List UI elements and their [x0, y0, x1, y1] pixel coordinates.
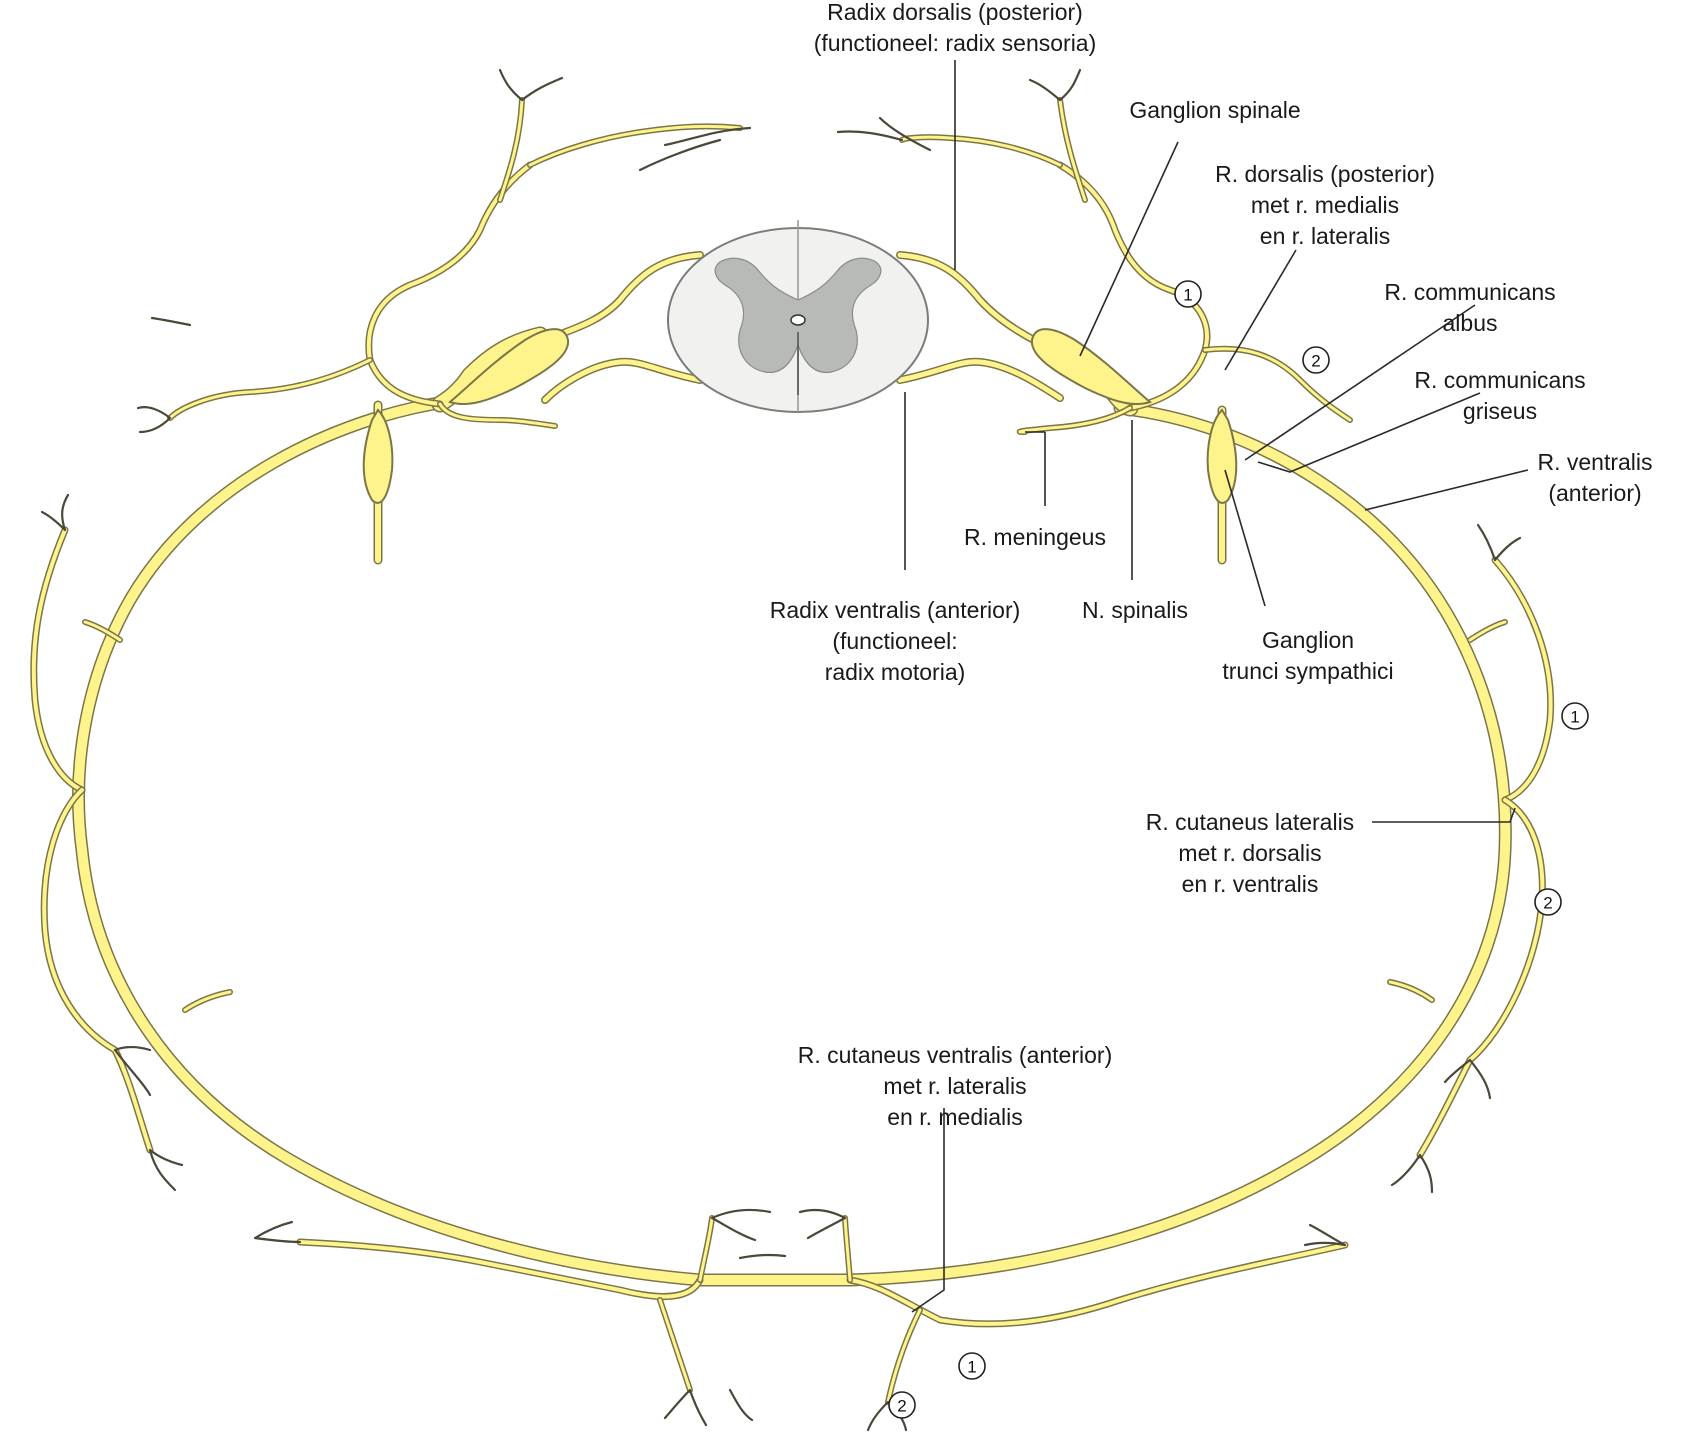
marker-number: 1: [967, 1358, 976, 1377]
label-radix-dorsalis-line-1: Radix dorsalis (posterior): [827, 0, 1083, 25]
label-r-comm-albus-line-1: R. communicans: [1384, 279, 1555, 305]
label-radix-ventralis-line-3: radix motoria): [825, 659, 966, 685]
marker-dorsal-lateral: 2: [1303, 347, 1329, 373]
label-r-cut-lateralis-line-3: en r. ventralis: [1182, 871, 1319, 897]
label-r-cut-ventralis-line-2: met r. lateralis: [883, 1073, 1026, 1099]
label-r-comm-griseus-line-1: R. communicans: [1414, 367, 1585, 393]
left-dorsal-cutaneous: [170, 360, 370, 418]
marker-number: 2: [1311, 352, 1320, 371]
ventral-cutaneous-right: [850, 1245, 1345, 1324]
left-lateral-cutaneous-lower: [44, 790, 150, 1150]
left-ventral-root: [545, 362, 700, 400]
central-canal: [791, 315, 805, 325]
label-ganglion-spinale-line-1: Ganglion spinale: [1129, 97, 1300, 123]
ring-branch-right-1: [1390, 982, 1432, 1000]
ventral-cutaneous-right-up: [845, 1218, 850, 1280]
right-dorsal-ramus-medial: [902, 137, 1060, 165]
marker-number: 2: [1543, 894, 1552, 913]
label-radix-dorsalis-line-2: (functioneel: radix sensoria): [814, 30, 1097, 56]
label-r-cut-lateralis-line-2: met r. dorsalis: [1178, 840, 1321, 866]
label-r-comm-griseus-line-2: griseus: [1463, 398, 1537, 424]
marker-number: 1: [1183, 286, 1192, 305]
label-ganglion-trunci-line-1: Ganglion: [1262, 627, 1354, 653]
label-r-dorsalis-line-2: met r. medialis: [1251, 192, 1399, 218]
label-r-cut-lateralis-line-1: R. cutaneus lateralis: [1146, 809, 1354, 835]
right-meningeal-ramus: [1020, 408, 1130, 432]
ventral-cutaneous-left-down: [660, 1300, 690, 1390]
label-radix-ventralis-line-1: Radix ventralis (anterior): [770, 597, 1021, 623]
label-r-comm-albus-line-2: albus: [1443, 310, 1498, 336]
marker-lateral-ventral: 2: [1535, 889, 1561, 915]
marker-dorsal-medial: 1: [1175, 281, 1201, 307]
ventral-cutaneous-left-up: [700, 1218, 712, 1280]
label-ganglion-trunci-line-2: trunci sympathici: [1222, 658, 1393, 684]
marker-number: 1: [1570, 708, 1579, 727]
label-r-cut-ventralis-line-3: en r. medialis: [887, 1104, 1023, 1130]
ring-branch-right-2: [1470, 622, 1505, 640]
label-radix-ventralis-line-2: (functioneel:: [832, 628, 957, 654]
spinal-cord-cross-section: [668, 220, 928, 412]
labels: Radix dorsalis (posterior) (functioneel: …: [770, 0, 1653, 1130]
marker-ventral-medial: 2: [889, 1392, 915, 1418]
right-dorsal-ramus-top: [1060, 100, 1085, 200]
label-r-dorsalis-line-3: en r. lateralis: [1260, 223, 1390, 249]
label-r-ventralis-line-2: (anterior): [1548, 480, 1641, 506]
ventral-cutaneous-right-down: [888, 1310, 920, 1402]
right-ventral-root: [900, 362, 1060, 398]
label-r-dorsalis-line-1: R. dorsalis (posterior): [1215, 161, 1435, 187]
marker-number: 2: [897, 1397, 906, 1416]
marker-ventral-lateral: 1: [959, 1353, 985, 1379]
label-r-ventralis-line-1: R. ventralis: [1537, 449, 1652, 475]
label-r-meningeus-line-1: R. meningeus: [964, 524, 1106, 550]
label-n-spinalis-line-1: N. spinalis: [1082, 597, 1188, 623]
ring-branch-left-1: [185, 992, 230, 1010]
left-meningeal-ramus: [440, 404, 555, 426]
left-dorsal-ramus-lateral: [530, 126, 740, 165]
marker-lateral-dorsal: 1: [1562, 703, 1588, 729]
label-r-cut-ventralis-line-1: R. cutaneus ventralis (anterior): [798, 1042, 1112, 1068]
